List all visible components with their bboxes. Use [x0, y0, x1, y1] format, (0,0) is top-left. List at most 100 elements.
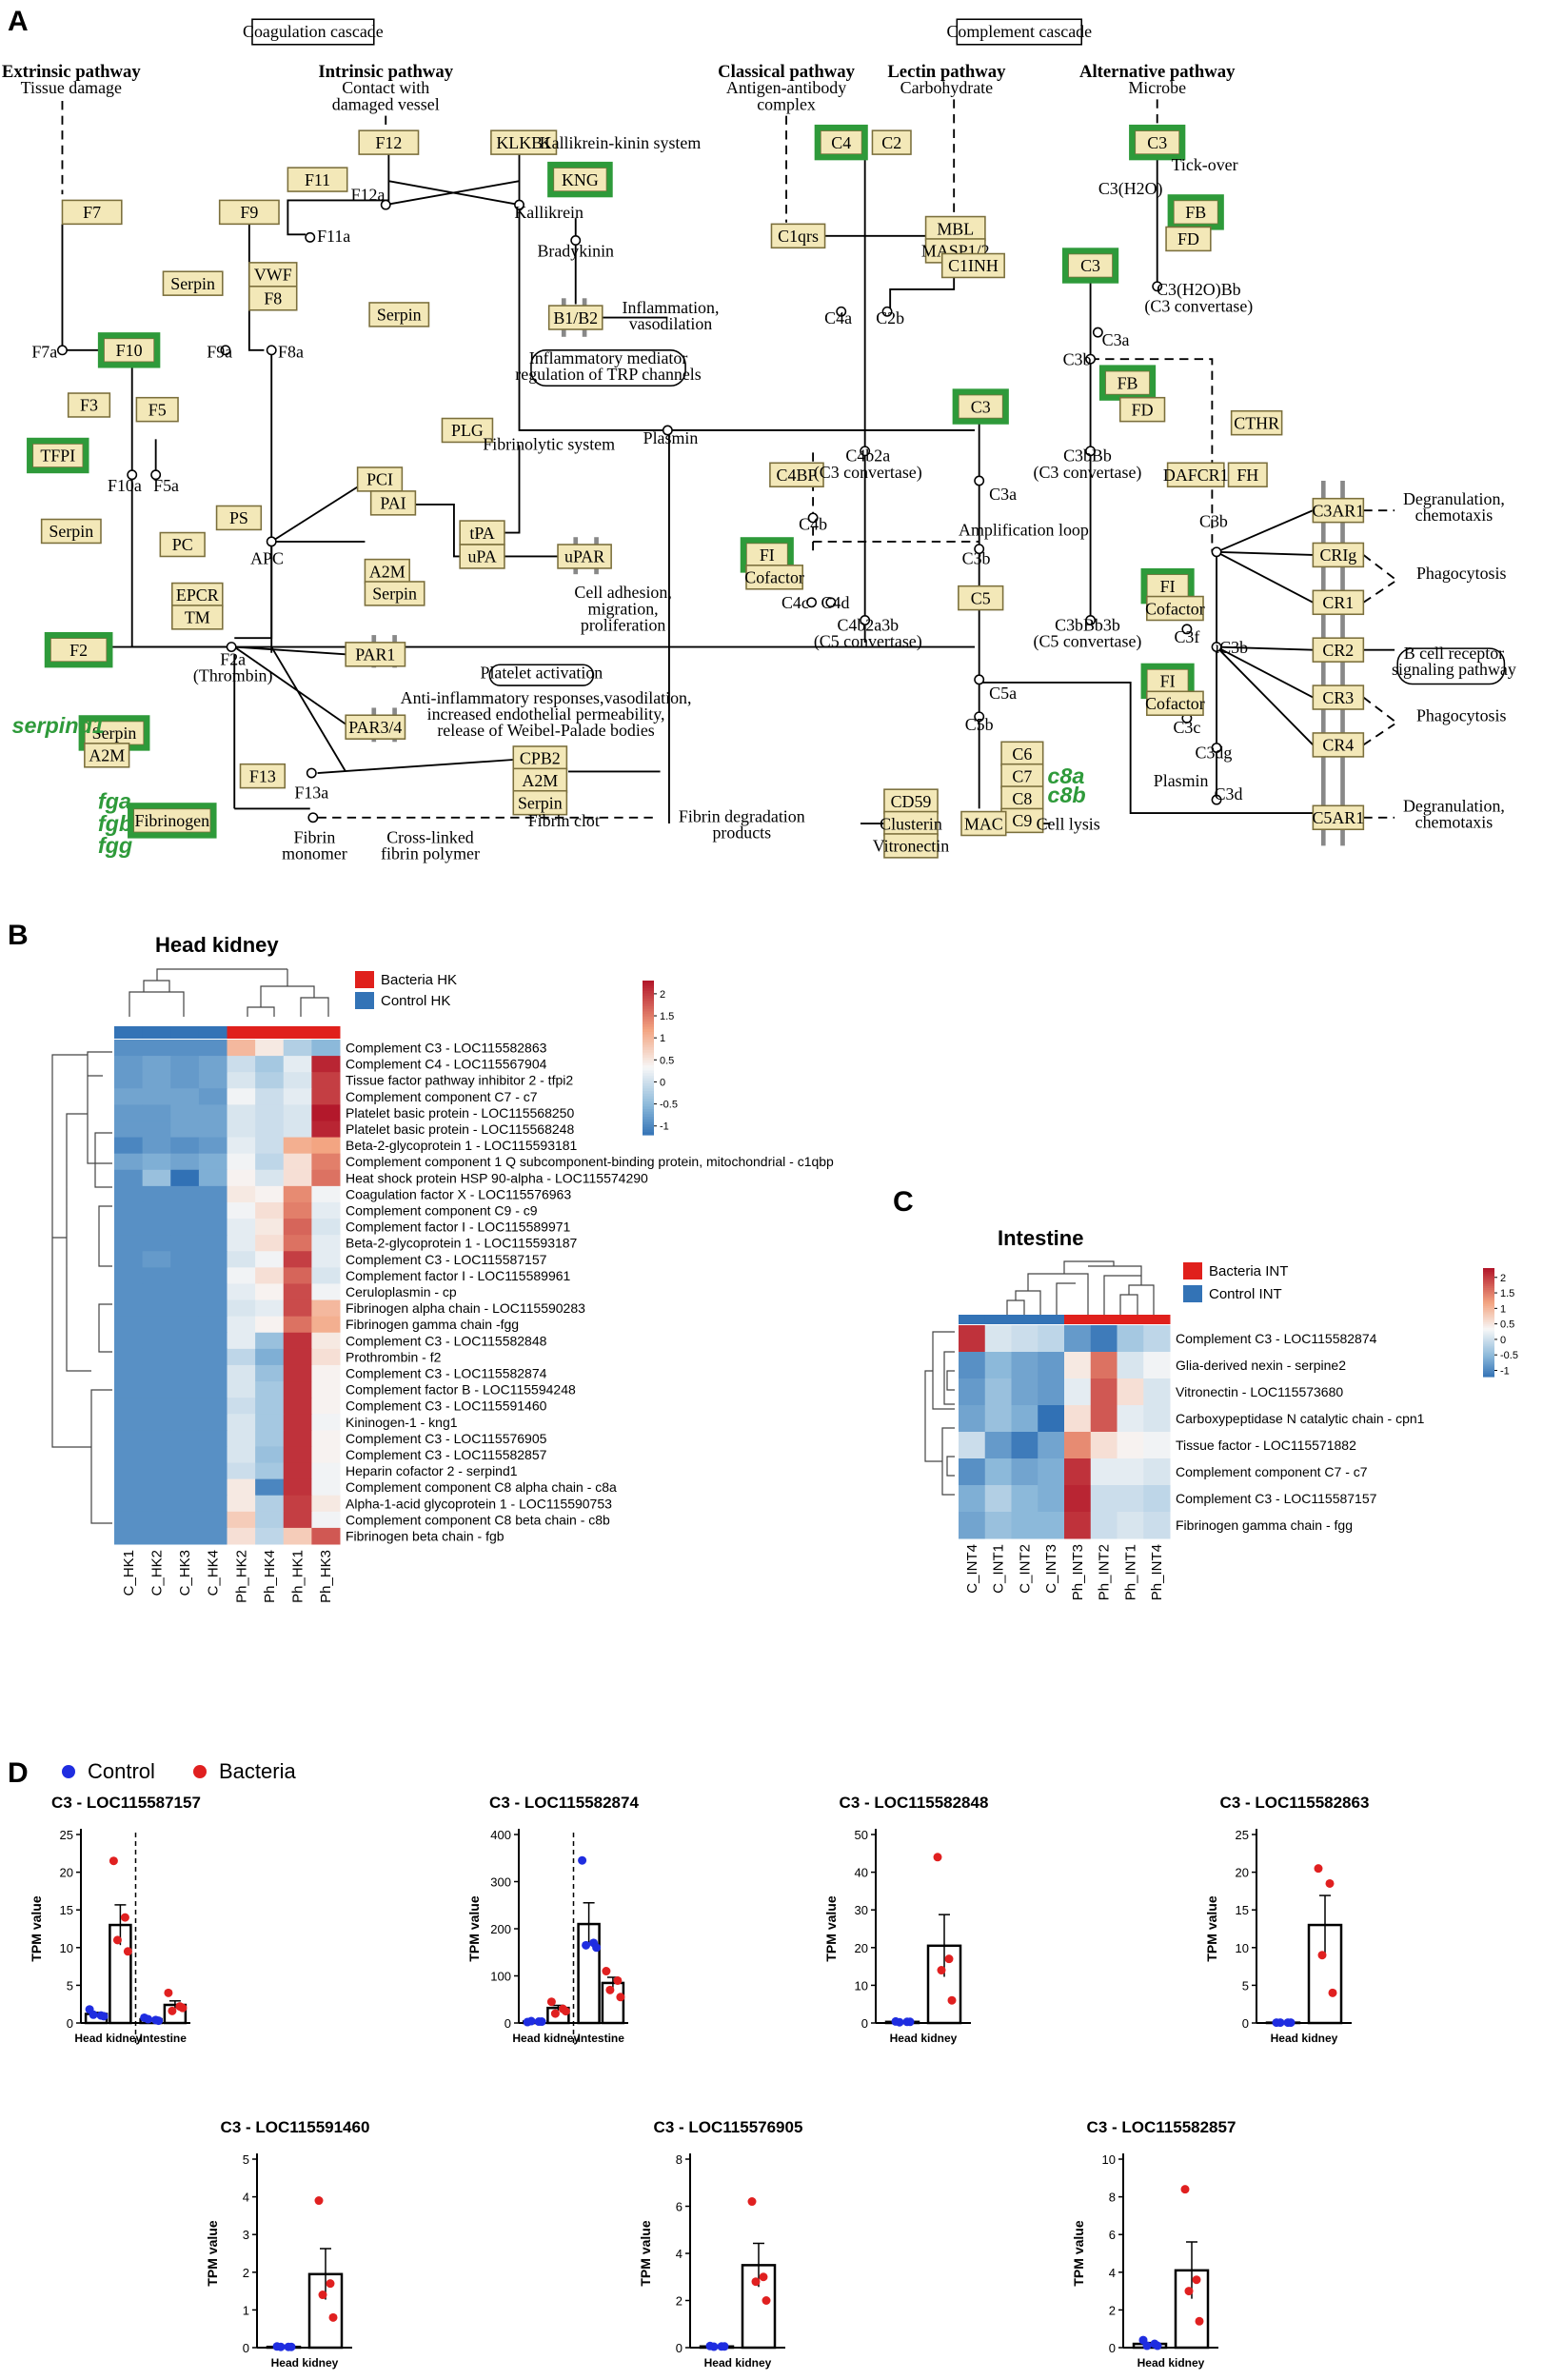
heatmap-column-label: Ph_HK3	[318, 1550, 334, 1603]
heatmap-cell	[255, 1185, 285, 1203]
chart-title: C3 - LOC115582848	[840, 1794, 989, 1812]
heatmap-cell	[114, 1137, 144, 1155]
bacteria-point	[1317, 1951, 1327, 1960]
scale-segment	[643, 1067, 654, 1072]
heatmap-cell	[114, 1201, 144, 1220]
hk-legend-control: Control HK	[381, 993, 450, 1009]
heatmap-cell	[311, 1398, 341, 1415]
heatmap-cell	[114, 1462, 144, 1480]
heatmap-cell	[198, 1414, 227, 1431]
scale-segment	[1483, 1351, 1494, 1354]
heatmap-cell	[198, 1121, 227, 1139]
bacteria-point	[561, 2007, 570, 2016]
heatmap-column-label: Ph_HK1	[290, 1550, 307, 1603]
pathway-node: Vitronectin	[873, 833, 949, 859]
gene-annotation: fgg	[98, 833, 132, 858]
hk-column-dendrogram	[129, 968, 329, 1017]
heatmap-cell	[311, 1121, 341, 1139]
scale-segment	[1483, 1335, 1494, 1338]
heatmap-cell	[311, 1104, 341, 1121]
heatmap-cell	[1143, 1512, 1171, 1539]
heatmap-cell	[227, 1153, 256, 1171]
heatmap-row-label: Complement component C9 - c9	[346, 1203, 538, 1219]
bacteria-point	[613, 1975, 623, 1985]
hk-legend: Bacteria HK Control HK	[355, 971, 457, 1009]
pathway-label: Microbe	[1128, 78, 1186, 97]
heatmap-row-label: Ceruloplasmin - cp	[346, 1284, 457, 1299]
pathway-label: APC	[250, 548, 284, 567]
heatmap-row-label: Complement factor B - LOC115594248	[346, 1382, 576, 1398]
heatmap-cell	[198, 1316, 227, 1334]
heatmap-cell	[283, 1430, 312, 1447]
control-point	[592, 1943, 602, 1953]
y-axis-label: TPM value	[823, 1895, 839, 1961]
heatmap-cell	[198, 1299, 227, 1318]
heatmap-cell	[227, 1219, 256, 1236]
y-tick-label: 8	[676, 2152, 682, 2167]
pathway-node-label: C4BP	[777, 466, 818, 485]
pathway-node: PAR1	[345, 642, 406, 667]
heatmap-cell	[311, 1219, 341, 1236]
scale-segment	[1483, 1302, 1494, 1305]
pathway-label: signaling pathway	[1392, 660, 1516, 679]
scale-segment	[1483, 1286, 1494, 1289]
heatmap-cell	[198, 1446, 227, 1464]
category-label: Head kidney	[512, 2032, 580, 2045]
heatmap-cell	[114, 1185, 144, 1203]
y-tick-label: 0	[1242, 2016, 1249, 2031]
scale-segment	[643, 1101, 654, 1105]
scale-segment	[643, 1121, 654, 1125]
scale-segment	[1483, 1359, 1494, 1361]
bacteria-point	[762, 2296, 771, 2305]
control-point	[154, 2016, 164, 2026]
heatmap-cell	[198, 1219, 227, 1236]
pathway-label: C4c	[781, 593, 809, 612]
y-tick-label: 100	[490, 1970, 511, 1984]
heatmap-cell	[959, 1485, 986, 1513]
heatmap-cell	[1011, 1405, 1039, 1433]
pathway-label: chemotaxis	[1415, 813, 1494, 832]
heatmap-row-label: Heparin cofactor 2 - serpind1	[346, 1463, 518, 1478]
heatmap-column-label: C_HK1	[121, 1550, 137, 1596]
scale-tick-label: 1	[1500, 1303, 1506, 1315]
pathway-node-label: C8	[1012, 789, 1032, 808]
scale-segment	[643, 993, 654, 997]
bacteria-point	[747, 2197, 757, 2207]
scale-tick-label: 2	[660, 989, 665, 1001]
heatmap-cell	[1038, 1352, 1065, 1379]
heatmap-cell	[1117, 1405, 1144, 1433]
heatmap-cell	[198, 1056, 227, 1073]
heatmap-cell	[227, 1072, 256, 1089]
scale-tick-label: 0	[1500, 1335, 1506, 1346]
control-point	[720, 2342, 729, 2351]
control-point	[582, 1940, 591, 1950]
heatmap-cell	[1143, 1378, 1171, 1406]
heatmap-cell	[1064, 1485, 1092, 1513]
scale-tick-label: 0.5	[660, 1055, 674, 1066]
heatmap-cell	[170, 1511, 200, 1529]
pathway-label: Amplification loop	[959, 521, 1089, 540]
heatmap-cell	[283, 1446, 312, 1464]
pathway-node: F2	[44, 631, 113, 668]
heatmap-cell	[283, 1316, 312, 1334]
heatmap-cell	[170, 1088, 200, 1105]
heatmap-cell	[984, 1458, 1012, 1486]
heatmap-cell	[114, 1219, 144, 1236]
heatmap-row-label: Complement factor I - LOC115589961	[346, 1268, 571, 1283]
scale-segment	[643, 1093, 654, 1098]
pathway-node-label: tPA	[469, 524, 494, 543]
scale-segment	[643, 1078, 654, 1081]
y-tick-label: 25	[60, 1828, 73, 1842]
scale-segment	[1483, 1295, 1494, 1298]
pathway-label: C3b	[962, 548, 991, 567]
pathway-node: C5AR1	[1312, 804, 1364, 831]
heatmap-cell	[1090, 1485, 1118, 1513]
pathway-label: Carbohydrate	[900, 78, 994, 97]
control-point	[895, 2017, 904, 2027]
heatmap-cell	[170, 1430, 200, 1447]
heatmap-cell	[170, 1398, 200, 1415]
pathway-node-label: uPAR	[564, 547, 604, 566]
chart-title: C3 - LOC115582863	[1220, 1794, 1370, 1812]
pathway-label: proliferation	[581, 615, 666, 634]
